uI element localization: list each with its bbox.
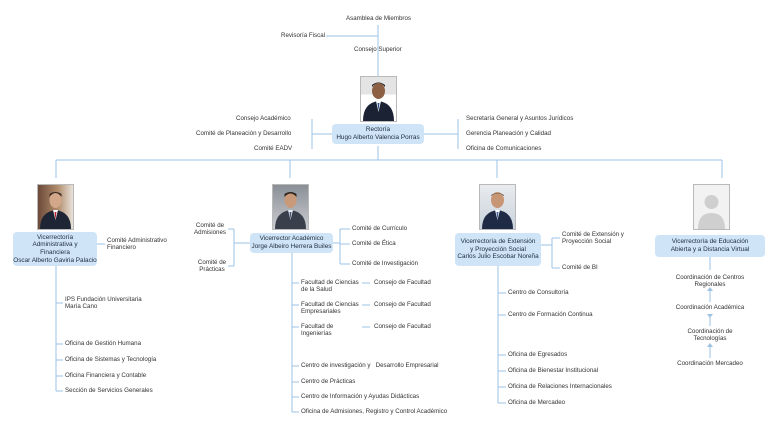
v3-box: Vicerrectoría de Extensión y Proyección …: [455, 233, 541, 266]
placeholder-avatar-icon: [698, 195, 725, 229]
v3-photo: [479, 184, 516, 230]
v1-item-3: Oficina Financiera y Contable: [65, 372, 147, 379]
rectoria-left-1: Consejo Académico: [236, 115, 291, 122]
v4-item-3: Coordinación de Tecnologías: [687, 328, 733, 343]
v4-title: Vicerrectoría de Educación Abierta y a D…: [670, 238, 750, 253]
rectoria-right-3: Oficina de Comunicaciones: [466, 145, 542, 152]
v2-facultad-1: Facultad de Ciencias de la Salud: [301, 279, 359, 294]
v2-right-2: Comité de Ética: [352, 240, 396, 247]
v2-centro-4: Oficina de Admisiones, Registro y Contro…: [301, 408, 448, 415]
v1-item-1: Oficina de Gestión Humana: [65, 340, 142, 347]
v4-box: Vicerrectoría de Educación Abierta y a D…: [655, 235, 765, 257]
v2-box: Vicerrector Académico Jorge Albeiro Herr…: [250, 233, 333, 253]
v2-left-2: Comité de Prácticas: [197, 259, 227, 274]
v3-oficina-4: Oficina de Mercadeo: [508, 399, 566, 406]
rectoria-right-1: Secretaría General y Asuntos Jurídicos: [466, 115, 574, 122]
v2-centro-3: Centro de Información y Ayudas Didáctica…: [301, 393, 420, 400]
rectoria-name: Hugo Alberto Valencia Porras: [336, 134, 420, 141]
v3-centro-1: Centro de Consultoría: [508, 289, 569, 296]
v4-photo: [693, 184, 730, 230]
v2-facultad-3: Facultad de Ingenierías: [301, 323, 334, 338]
v3-oficina-2: Oficina de Bienestar Institucional: [508, 367, 599, 374]
v2-title: Vicerrector Académico: [259, 235, 324, 243]
v2-consejo-3: Consejo de Facultad: [374, 323, 431, 330]
v1-portrait-icon: [40, 192, 71, 229]
v1-comite: Comité Administrativo Financiero: [107, 237, 167, 252]
v1-item-2: Oficina de Sistemas y Tecnología: [65, 356, 157, 363]
v1-title: Vicerrectoría Administrativa y Financier…: [32, 233, 78, 256]
v2-right-3: Comité de Investigación: [352, 260, 419, 267]
v1-ips: IPS Fundación Universitaria María Cano: [65, 296, 142, 311]
rectoria-right-2: Gerencia Planeación y Calidad: [466, 130, 551, 137]
v3-name: Carlos Julio Escobar Noreña: [457, 253, 539, 261]
rectoria-box: Rectoría Hugo Alberto Valencia Porras: [332, 124, 424, 144]
v3-right-2: Comité de BI: [562, 264, 598, 271]
v3-title: Vicerrectoría de Extensión y Proyección …: [460, 238, 536, 253]
v4-item-1: Coordinación de Centros Regionales: [675, 274, 745, 289]
consejo-superior-label: Consejo Superior: [354, 46, 402, 53]
v2-consejo-2: Consejo de Facultad: [374, 301, 431, 308]
v3-oficina-1: Oficina de Egresados: [508, 351, 568, 358]
rectoria-left-2: Comité de Planeación y Desarrollo: [196, 130, 292, 137]
v2-consejo-1: Consejo de Facultad: [374, 279, 431, 286]
v2-facultad-2: Facultad de Ciencias Empresariales: [301, 301, 359, 316]
v3-oficina-3: Oficina de Relaciones Internacionales: [508, 383, 612, 390]
v3-centro-2: Centro de Formación Continua: [508, 311, 593, 318]
revisoria-label: Revisoría Fiscal: [281, 32, 326, 39]
v1-name: Oscar Alberto Gaviria Palacio: [13, 256, 97, 264]
rector-portrait-icon: [363, 82, 394, 121]
rectoria-title: Rectoría: [365, 126, 391, 134]
rector-photo: [360, 76, 397, 122]
rectoria-left-3: Comité EADV: [254, 145, 293, 152]
v4-item-4: Coordinación Mercadeo: [677, 360, 743, 367]
asamblea-label: Asamblea de Miembros: [346, 15, 411, 22]
v2-centro-1: Centro de investigación y Desarrollo Emp…: [301, 362, 439, 369]
v1-photo: [37, 184, 74, 230]
v4-item-2: Coordinación Académica: [675, 304, 745, 311]
v2-photo: [272, 184, 309, 230]
v2-portrait-icon: [275, 192, 306, 229]
v2-right-1: Comité de Currículo: [352, 225, 408, 232]
v2-centro-2: Centro de Prácticas: [301, 378, 356, 385]
v1-item-4: Sección de Servicios Generales: [65, 387, 153, 394]
v3-portrait-icon: [482, 192, 513, 229]
v2-name: Jorge Albeiro Herrera Builes: [251, 243, 332, 250]
v3-right-1: Comité de Extensión y Proyección Social: [562, 231, 624, 246]
v1-box: Vicerrectoría Administrativa y Financier…: [13, 232, 97, 266]
v2-left-1: Comité de Admisiones: [194, 222, 226, 237]
